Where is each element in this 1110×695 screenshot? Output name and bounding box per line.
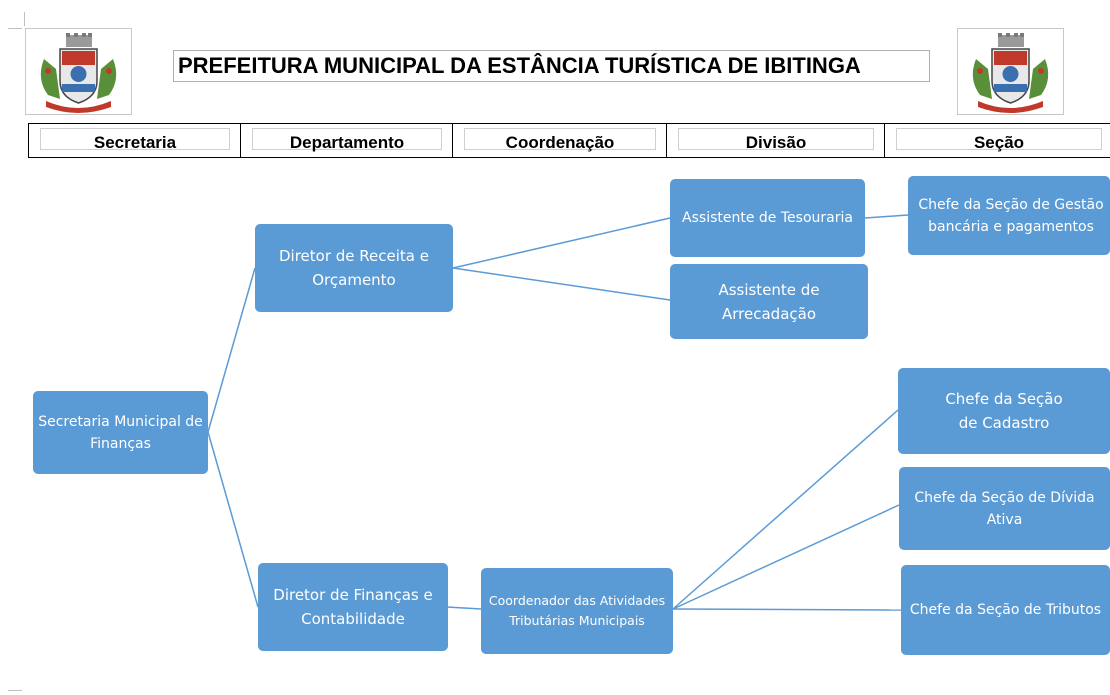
level-header-coordenacao: Coordenação: [452, 123, 666, 158]
level-header-band: [28, 123, 1110, 158]
node-label: Diretor de Finanças e Contabilidade: [273, 586, 433, 628]
level-label: Departamento: [252, 128, 442, 152]
node-label: Assistente de Arrecadação: [718, 280, 820, 323]
node-label: Chefe da Seção de Cadastro: [945, 390, 1063, 432]
connector-financas-to-coordenador: [446, 606, 482, 610]
node-chefe-secao-gestao-bancaria: Chefe da Seção de Gestão bancária e paga…: [908, 176, 1110, 255]
node-secretaria-municipal-financas: Secretaria Municipal de Finanças: [33, 391, 208, 474]
level-label: Coordenação: [464, 128, 656, 152]
node-chefe-secao-divida-ativa: Chefe da Seção de Dívida Ativa: [899, 467, 1110, 550]
node-label: Diretor de Receita e Orçamento: [279, 247, 429, 289]
node-label: Secretaria Municipal de Finanças: [38, 413, 203, 452]
node-label: Chefe da Seção de Dívida Ativa: [914, 489, 1095, 528]
node-coordenador-atividades-tributarias: Coordenador das Atividades Tributárias M…: [481, 568, 673, 654]
corner-mark-top-vertical: [24, 12, 25, 26]
node-diretor-financas-contabilidade: Diretor de Finanças e Contabilidade: [258, 563, 448, 651]
connector-coordenador-to-cadastro: [672, 409, 899, 610]
page-title: PREFEITURA MUNICIPAL DA ESTÂNCIA TURÍSTI…: [173, 50, 930, 82]
node-chefe-secao-cadastro: Chefe da Seção de Cadastro: [898, 368, 1110, 454]
level-label: Seção: [896, 128, 1102, 152]
level-separator: [884, 123, 885, 158]
node-label: Assistente de Tesouraria: [682, 210, 853, 226]
node-diretor-receita-orcamento: Diretor de Receita e Orçamento: [255, 224, 453, 312]
connector-coordenador-to-divida: [672, 504, 900, 610]
level-header-secao: Seção: [884, 123, 1110, 158]
connector-root-to-financas: [207, 431, 259, 608]
node-label: Coordenador das Atividades Tributárias M…: [488, 593, 666, 628]
connector-receita-to-arrecadacao: [452, 267, 671, 301]
connector-coordenador-to-tributos: [672, 608, 902, 611]
right-coat-of-arms-icon: [957, 28, 1064, 115]
level-header-secretaria: Secretaria: [28, 123, 240, 158]
connector-receita-to-tesouraria: [452, 217, 671, 269]
level-separator: [666, 123, 667, 158]
connector-root-to-receita: [207, 267, 256, 433]
node-assistente-arrecadacao: Assistente de Arrecadação: [670, 264, 868, 339]
node-chefe-secao-tributos: Chefe da Seção de Tributos: [901, 565, 1110, 655]
level-header-departamento: Departamento: [240, 123, 452, 158]
level-separator: [452, 123, 453, 158]
level-header-divisao: Divisão: [666, 123, 884, 158]
corner-mark-bottom: [8, 690, 22, 691]
node-label: Chefe da Seção de Gestão bancária e paga…: [918, 196, 1104, 235]
level-label: Secretaria: [40, 128, 230, 152]
level-separator: [240, 123, 241, 158]
level-label: Divisão: [678, 128, 874, 152]
left-coat-of-arms-icon: [25, 28, 132, 115]
connector-tesouraria-to-gestao: [864, 214, 909, 219]
node-assistente-tesouraria: Assistente de Tesouraria: [670, 179, 865, 257]
corner-mark-top: [8, 28, 22, 29]
node-label: Chefe da Seção de Tributos: [909, 602, 1102, 618]
